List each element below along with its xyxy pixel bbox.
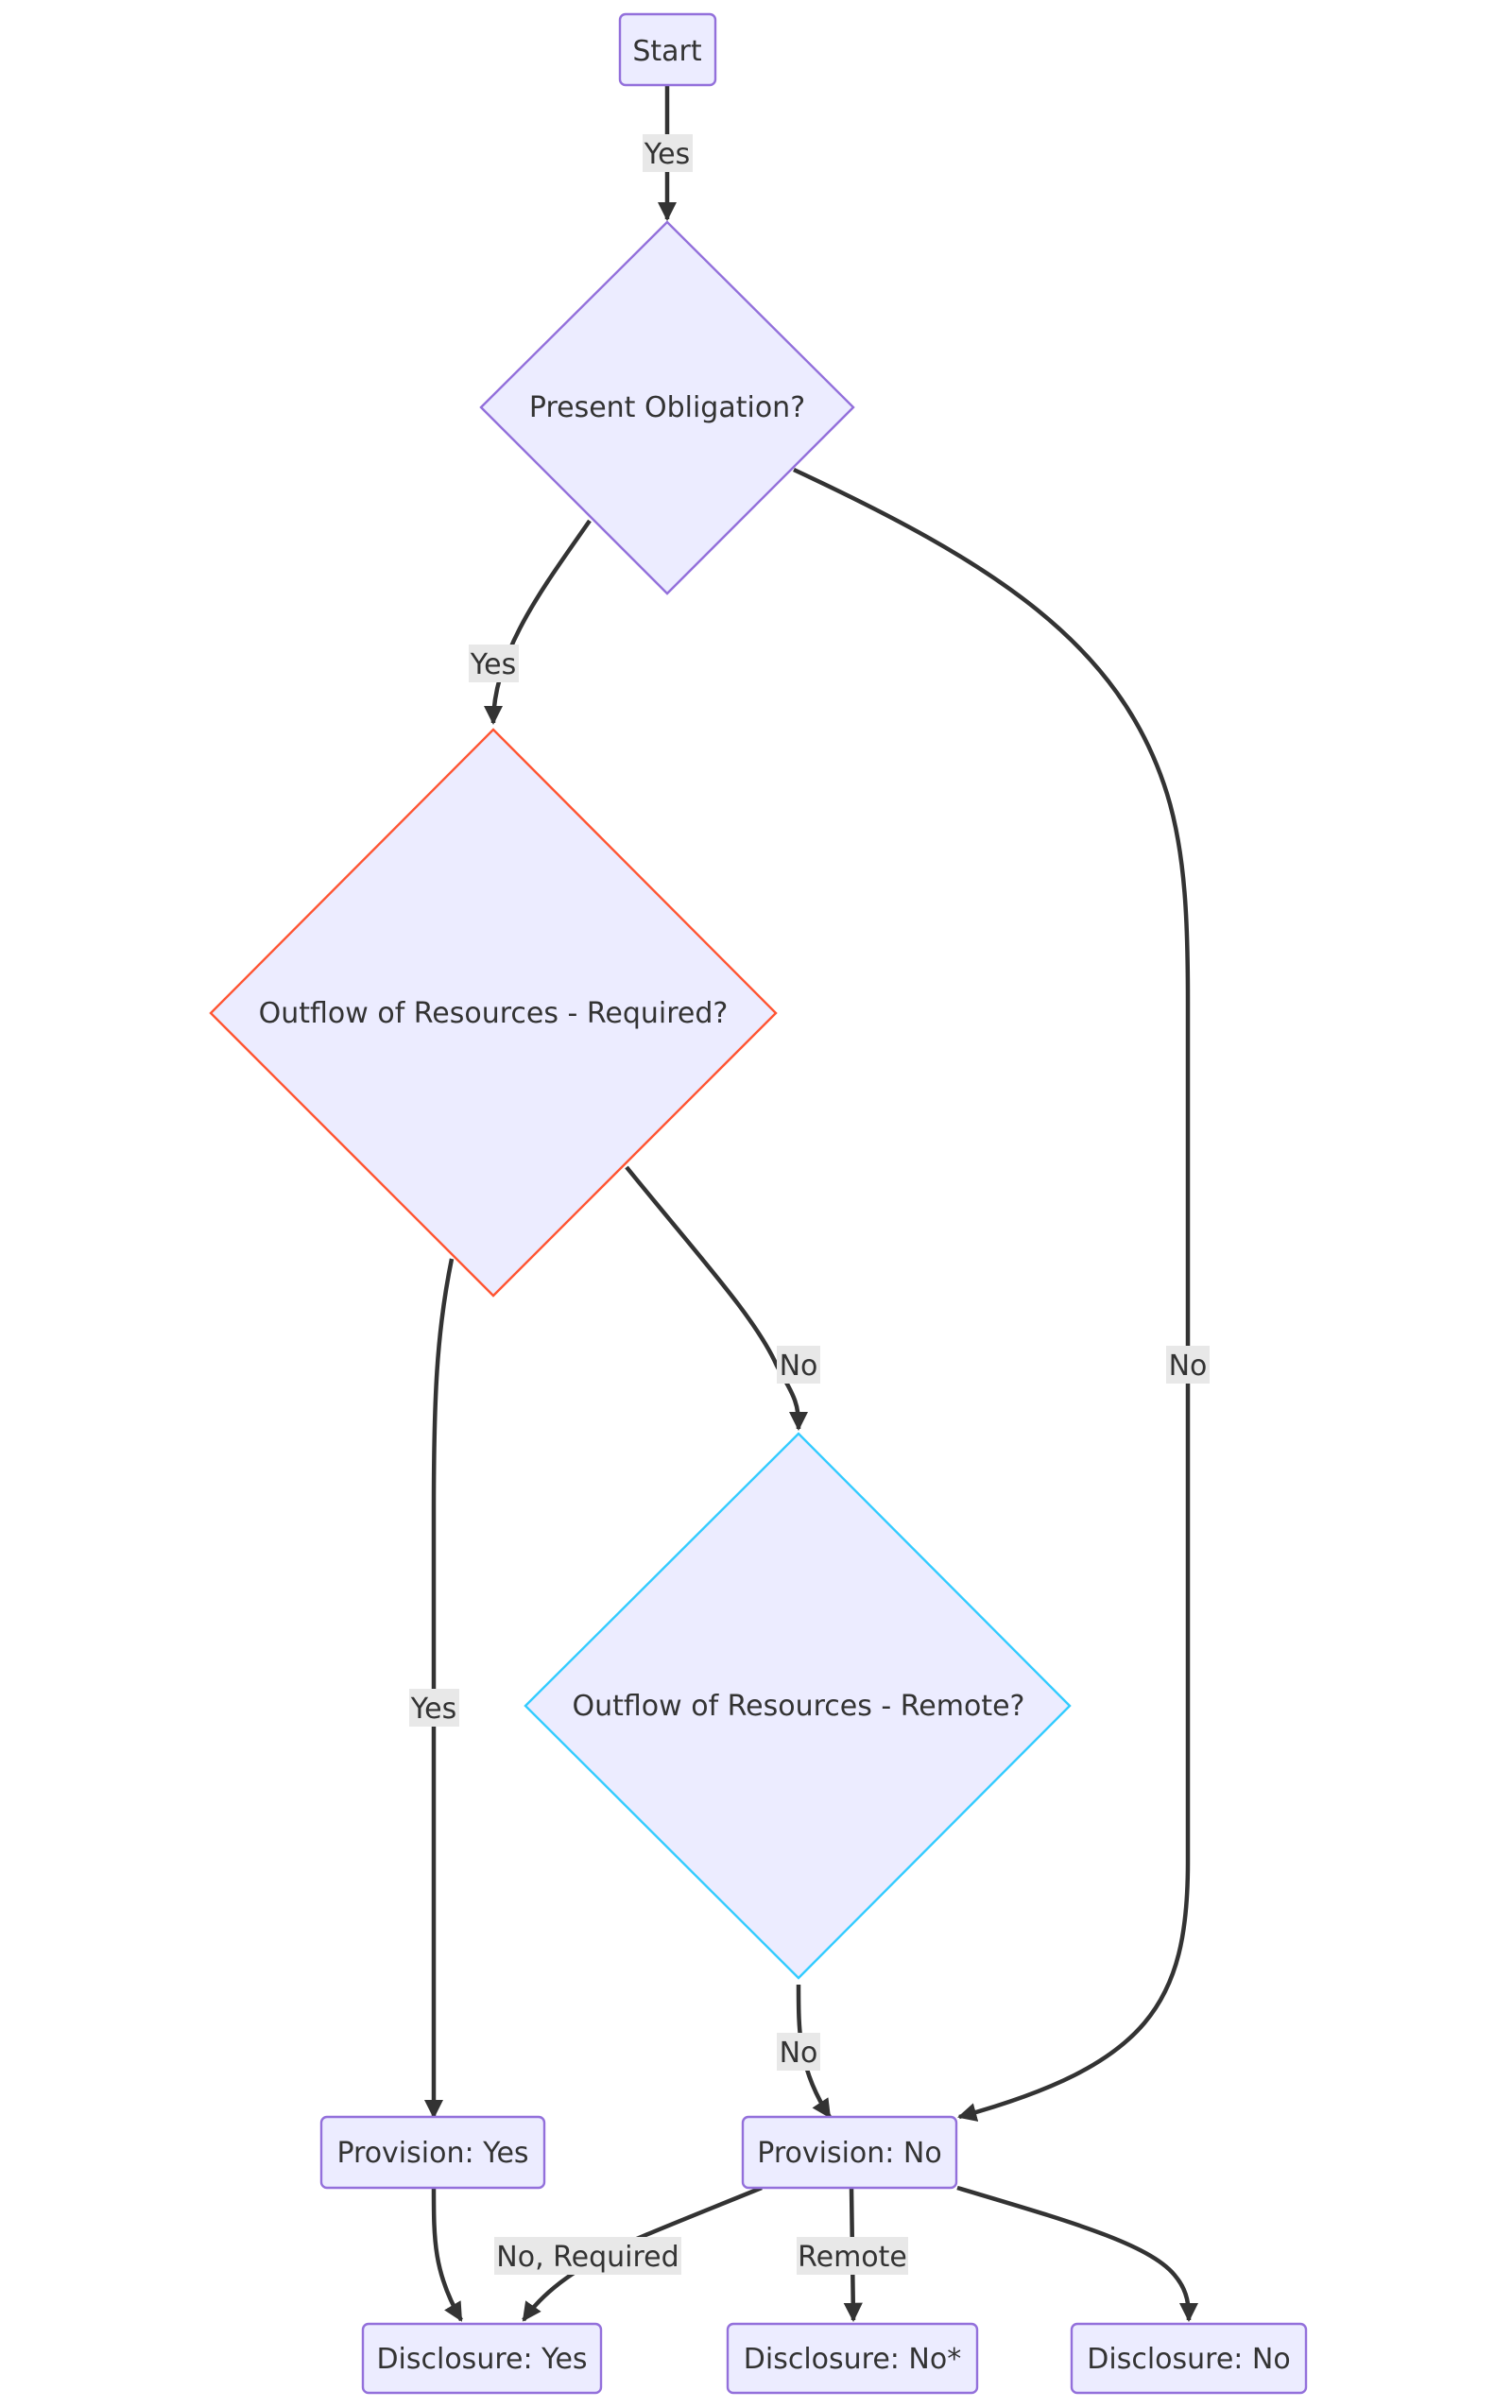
edge-label-provision-no-disclosure-yes: No, Required [494, 2237, 681, 2275]
svg-text:Disclosure: No: Disclosure: No [1087, 2343, 1290, 2376]
node-provision-yes: Provision: Yes [319, 2115, 546, 2190]
edge-label-required-provision-yes: Yes [409, 1689, 459, 1727]
svg-text:Outflow of Resources - Require: Outflow of Resources - Required? [259, 997, 729, 1030]
node-disclosure-no: Disclosure: No [1070, 2322, 1308, 2395]
svg-text:Disclosure: Yes: Disclosure: Yes [376, 2343, 587, 2376]
svg-text:No: No [1169, 1350, 1208, 1383]
edge-provision-yes-to-disclosure-yes [431, 2187, 463, 2322]
edge-obligation-to-provision-no [793, 467, 1191, 2122]
svg-text:Outflow of Resources - Remote?: Outflow of Resources - Remote? [573, 1690, 1025, 1723]
svg-text:Remote: Remote [798, 2241, 907, 2274]
node-disclosure-yes: Disclosure: Yes [361, 2322, 603, 2395]
node-outflow-remote: Outflow of Resources - Remote? [524, 1432, 1072, 1980]
edge-label-remote-provision-no: No [777, 2033, 820, 2071]
svg-text:Provision: No: Provision: No [757, 2137, 941, 2170]
edge-required-to-remote [625, 1165, 809, 1432]
edge-label-required-remote: No [777, 1346, 820, 1384]
svg-text:Disclosure: No*: Disclosure: No* [744, 2343, 961, 2376]
node-outflow-required: Outflow of Resources - Required? [209, 728, 778, 1298]
node-start: Start [618, 12, 717, 87]
edge-obligation-to-required [483, 519, 592, 726]
svg-text:Yes: Yes [644, 138, 690, 171]
edge-label-provision-no-disclosure-no-star: Remote [797, 2237, 908, 2275]
node-disclosure-no-star: Disclosure: No* [726, 2322, 979, 2395]
svg-text:Start: Start [632, 35, 702, 68]
svg-text:Yes: Yes [470, 648, 516, 681]
edge-label-start-obligation: Yes [643, 134, 693, 172]
svg-text:No, Required: No, Required [496, 2241, 679, 2274]
node-provision-no: Provision: No [741, 2115, 958, 2190]
edge-required-to-provision-yes [423, 1258, 455, 2120]
node-present-obligation: Present Obligation? [479, 220, 855, 595]
edge-label-obligation-required: Yes [469, 645, 519, 682]
svg-text:No: No [780, 1350, 818, 1383]
edge-provision-no-to-disclosure-no [956, 2185, 1199, 2323]
svg-text:Provision: Yes: Provision: Yes [336, 2137, 528, 2170]
edge-label-obligation-provision-no: No [1166, 1346, 1210, 1384]
svg-text:Present Obligation?: Present Obligation? [529, 391, 805, 424]
svg-text:Yes: Yes [410, 1693, 456, 1726]
svg-text:No: No [780, 2037, 818, 2070]
